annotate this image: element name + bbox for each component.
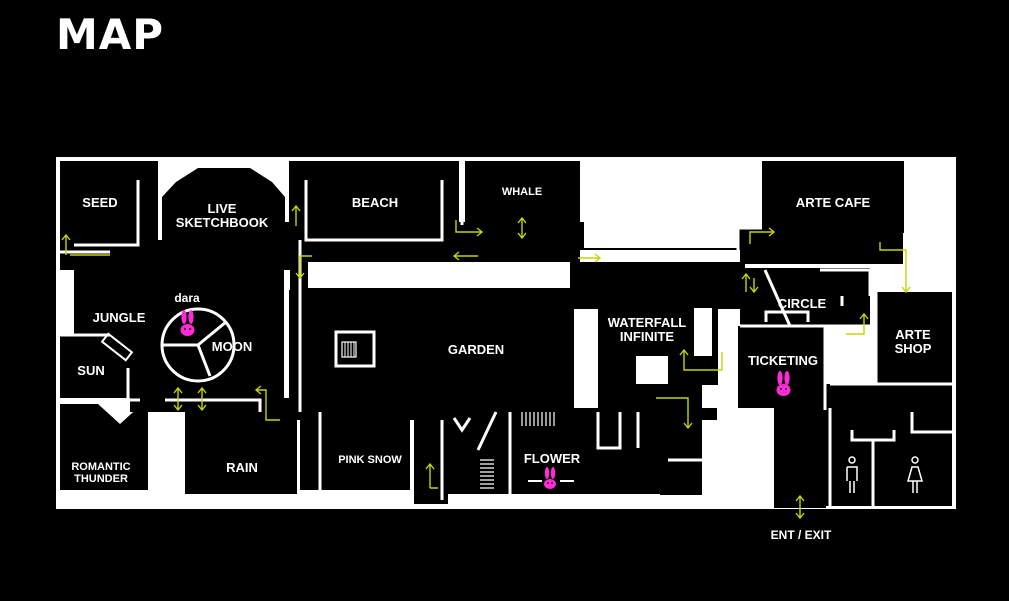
corridor-top — [284, 222, 584, 250]
room-label-pink-snow: PINK SNOW — [338, 454, 402, 466]
room-whale — [465, 161, 580, 223]
room-east-south — [660, 385, 702, 495]
room-label-beach: BEACH — [351, 195, 399, 210]
corridor-waterfall — [598, 385, 660, 415]
route-arrows — [61, 204, 911, 520]
rabbit-icon — [180, 310, 195, 336]
room-live-sketchbook — [162, 168, 285, 240]
corridor-exit — [774, 408, 826, 508]
room-garden — [289, 290, 574, 408]
room-arte-cafe — [762, 161, 904, 233]
room-label-waterfall-infinite: WATERFALL INFINITE — [607, 315, 687, 344]
corridor-pinksnow — [300, 420, 330, 490]
corridor-ticket — [826, 384, 952, 408]
room-label-sun: SUN — [77, 363, 105, 378]
telescope-icon — [100, 332, 134, 362]
corridor-east — [574, 264, 744, 309]
room-label-romantic-thunder: ROMANTIC THUNDER — [71, 461, 131, 485]
room-restrooms — [826, 408, 952, 506]
rabbit-icon-ticketing — [776, 371, 791, 396]
dara-label: dara — [174, 291, 200, 305]
restroom-female-icon — [907, 456, 923, 493]
room-label-jungle: JUNGLE — [92, 310, 146, 325]
stairs-flower — [452, 411, 555, 489]
room-pink-snow — [328, 420, 410, 490]
room-label-seed: SEED — [82, 195, 118, 210]
room-label-moon: MOON — [211, 339, 253, 354]
room-label-ticketing: TICKETING — [747, 353, 819, 368]
room-label-arte-shop: ARTE SHOP — [894, 327, 932, 356]
restroom-male-icon — [846, 456, 858, 493]
room-rain — [185, 412, 297, 494]
room-label-rain: RAIN — [226, 460, 258, 475]
entrance-exit-label: ENT / EXIT — [770, 528, 832, 542]
room-label-whale: WHALE — [501, 186, 543, 198]
room-romantic-thunder — [60, 404, 148, 490]
moon-structure — [160, 307, 236, 383]
room-sun — [60, 336, 130, 398]
room-arte-shop — [875, 292, 952, 384]
page-title: MAP — [56, 10, 165, 59]
room-circle — [740, 268, 870, 326]
corridor-cafe — [738, 228, 903, 264]
rabbit-icon-flower — [544, 467, 556, 489]
room-label-garden: GARDEN — [447, 342, 505, 357]
room-label-live-sketchbook: LIVE SKETCHBOOK — [175, 201, 269, 230]
room-label-circle: CIRCLE — [777, 296, 827, 311]
room-label-arte-cafe: ARTE CAFE — [795, 195, 871, 210]
room-label-flower: FLOWER — [523, 451, 581, 466]
stairs-icon — [334, 330, 376, 368]
